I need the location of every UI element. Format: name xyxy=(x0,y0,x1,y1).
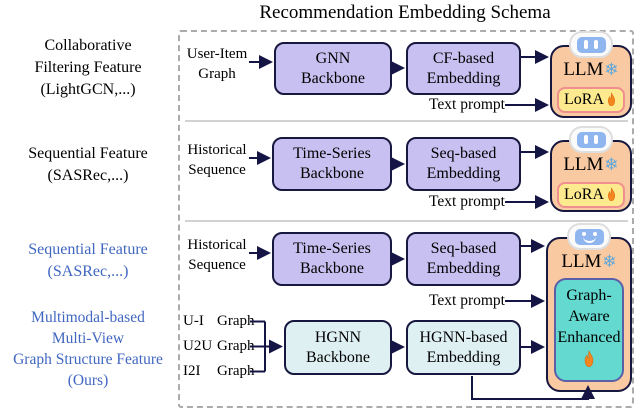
graph-input-label: Graph xyxy=(217,363,255,379)
row-divider-1 xyxy=(185,120,628,122)
graph-input-ui: U-I Graph xyxy=(183,309,263,334)
input-historical-sequence-1: Historical Sequence xyxy=(187,142,247,178)
input-historical-sequence-2: Historical Sequence xyxy=(187,237,247,273)
graph-input-label: Graph xyxy=(217,313,255,329)
graph-aware-text: Graph- Aware Enhanced xyxy=(557,287,621,346)
flame-icon xyxy=(607,92,616,107)
robot-head-icon xyxy=(569,126,613,153)
robot-face-icon xyxy=(576,36,606,53)
input-user-item-graph: User-Item Graph xyxy=(186,46,248,82)
snowflake-icon: ❄ xyxy=(604,60,619,80)
label-sequential-feature-ours: Sequential Feature (SASRec,...) xyxy=(28,241,148,280)
robot-smile xyxy=(582,235,596,243)
row-divider-2 xyxy=(185,220,628,222)
cf-embedding-box: CF-based Embedding xyxy=(406,42,521,95)
graph-aware-enhanced-box: Graph- Aware Enhanced xyxy=(554,278,624,382)
flame-icon xyxy=(584,350,594,367)
seq-embedding-box-1: Seq-based Embedding xyxy=(406,137,521,191)
lora-text: LoRA xyxy=(564,91,604,108)
lora-box-1: LoRA xyxy=(557,87,625,113)
llm-text: LLM xyxy=(563,59,604,80)
label-multimodal-multiview: Multimodal-based Multi-View Graph Struct… xyxy=(13,309,163,389)
flame-icon xyxy=(607,187,616,202)
seq-embedding-box-2: Seq-based Embedding xyxy=(406,232,521,286)
graph-input-prefix: U-I xyxy=(183,313,204,329)
llm-label-2: LLM❄ xyxy=(550,153,632,177)
robot-face-icon xyxy=(576,131,606,148)
figure-title: Recommendation Embedding Schema xyxy=(259,2,551,23)
hgnn-embedding-box: HGNN-based Embedding xyxy=(406,320,521,375)
label-collaborative-filtering: Collaborative Filtering Feature (LightGC… xyxy=(34,37,142,98)
graph-input-prefix: U2U xyxy=(183,338,213,354)
graph-input-i2i: I2I Graph xyxy=(183,359,263,384)
snowflake-icon: ❄ xyxy=(604,155,619,175)
label-sequential-feature: Sequential Feature (SASRec,...) xyxy=(28,145,148,184)
graph-input-label: Graph xyxy=(217,338,255,354)
llm-label-3: LLM❄ xyxy=(546,250,632,274)
robot-head-icon xyxy=(569,31,613,58)
text-prompt-3: Text prompt xyxy=(429,292,505,309)
llm-label-1: LLM❄ xyxy=(550,58,632,82)
hgnn-backbone-box: HGNN Backbone xyxy=(284,320,392,375)
snowflake-icon: ❄ xyxy=(602,252,617,272)
text-prompt-1: Text prompt xyxy=(429,96,505,113)
llm-text: LLM xyxy=(563,154,604,175)
time-series-backbone-box-2: Time-Series Backbone xyxy=(272,232,392,286)
lora-box-2: LoRA xyxy=(557,182,625,208)
schema-container xyxy=(178,30,634,408)
time-series-backbone-box-1: Time-Series Backbone xyxy=(272,137,392,191)
text-prompt-2: Text prompt xyxy=(429,193,505,210)
gnn-backbone-box: GNN Backbone xyxy=(274,42,392,95)
robot-face-icon xyxy=(574,228,604,245)
robot-smiley-icon xyxy=(567,223,611,250)
lora-text: LoRA xyxy=(564,186,604,203)
llm-text: LLM xyxy=(561,251,602,272)
graph-input-prefix: I2I xyxy=(183,363,201,379)
